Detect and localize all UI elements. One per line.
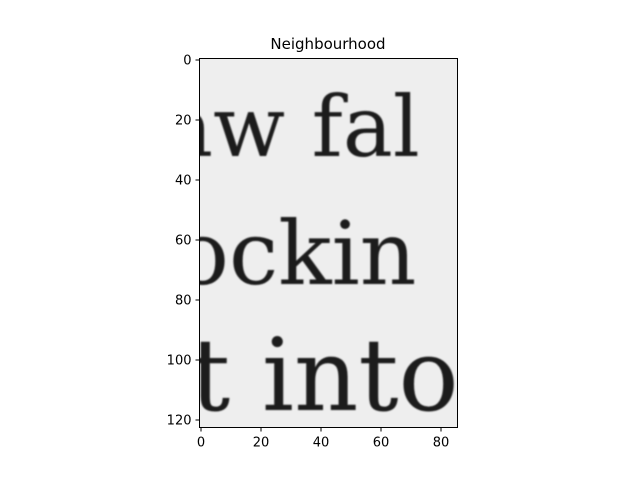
scanned-text-image: aw fal ockin t into xyxy=(163,78,459,434)
x-axis: 0 20 40 60 80 xyxy=(197,427,450,451)
y-tick-label: 20 xyxy=(175,114,192,129)
x-tick-label: 20 xyxy=(253,436,270,451)
x-tick-label: 60 xyxy=(373,436,390,451)
chart-title: Neighbourhood xyxy=(270,35,385,53)
y-tick-label: 60 xyxy=(175,234,192,249)
x-tick-label: 80 xyxy=(433,436,450,451)
y-tick-label: 100 xyxy=(167,354,192,369)
x-tick-label: 40 xyxy=(313,436,330,451)
y-tick-label: 80 xyxy=(175,294,192,309)
image-background xyxy=(199,58,458,428)
y-axis: 0 20 40 60 80 100 120 xyxy=(167,54,200,429)
y-tick-label: 120 xyxy=(167,414,192,429)
plot-frame xyxy=(199,58,458,428)
image-text-line-1: aw fal xyxy=(163,78,420,176)
y-tick-label: 0 xyxy=(183,54,191,69)
y-tick-label: 40 xyxy=(175,174,192,189)
x-tick-label: 0 xyxy=(197,436,205,451)
image-plot-area: aw fal ockin t into xyxy=(163,58,459,434)
image-text-line-2: ockin xyxy=(176,202,416,305)
image-text-line-3: t into xyxy=(190,317,459,434)
